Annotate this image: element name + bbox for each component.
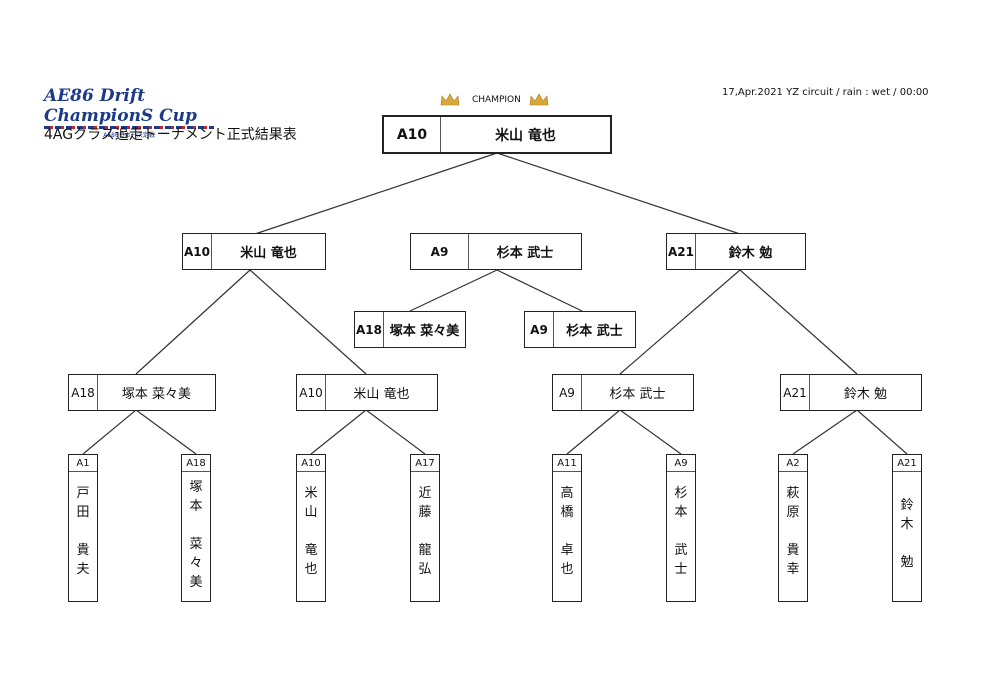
logo-sub-text: AE86日本一決定戦 bbox=[103, 132, 155, 139]
champion-seed: A10 bbox=[384, 117, 441, 152]
bracket-line bbox=[496, 152, 741, 235]
third-round-box: A18 塚本 菜々美 bbox=[354, 311, 466, 348]
logo-stripe bbox=[44, 126, 214, 129]
entrant-box: A18 塚本菜々美 bbox=[181, 454, 211, 602]
third-round-name: 塚本 菜々美 bbox=[389, 324, 460, 339]
bracket-line bbox=[82, 409, 137, 455]
entrant-name: 米山竜也 bbox=[304, 486, 318, 577]
entrant-seed: A2 bbox=[779, 455, 807, 472]
semifinal-seed: A10 bbox=[183, 234, 212, 269]
semifinal-box: A21 鈴木 勉 bbox=[666, 233, 806, 270]
champion-box: A10 米山 竜也 bbox=[382, 115, 612, 154]
entrant-name: 高橋卓也 bbox=[560, 486, 574, 577]
champion-label: CHAMPION bbox=[472, 95, 521, 105]
logo: AE86 Drift ChampionS Cup AE86日本一決定戦 bbox=[44, 86, 214, 139]
quarterfinal-seed: A10 bbox=[297, 375, 326, 410]
event-info: 17,Apr.2021 YZ circuit / rain : wet / 00… bbox=[722, 87, 929, 98]
entrant-box: A11 高橋卓也 bbox=[552, 454, 582, 602]
entrant-seed: A10 bbox=[297, 455, 325, 472]
entrant-box: A1 戸田貴夫 bbox=[68, 454, 98, 602]
quarterfinal-box: A21 鈴木 勉 bbox=[780, 374, 922, 411]
quarterfinal-name: 杉本 武士 bbox=[609, 387, 666, 402]
entrant-seed: A1 bbox=[69, 455, 97, 472]
entrant-box: A21 鈴木勉 bbox=[892, 454, 922, 602]
quarterfinal-seed: A9 bbox=[553, 375, 582, 410]
semifinal-box: A10 米山 竜也 bbox=[182, 233, 326, 270]
quarterfinal-seed: A21 bbox=[781, 375, 810, 410]
entrant-name: 近藤龍弘 bbox=[418, 486, 432, 577]
semifinal-name: 米山 竜也 bbox=[240, 246, 297, 261]
bracket-line bbox=[496, 269, 583, 312]
semifinal-box: A9 杉本 武士 bbox=[410, 233, 582, 270]
entrant-box: A17 近藤龍弘 bbox=[410, 454, 440, 602]
champion-name: 米山 竜也 bbox=[495, 127, 556, 144]
bracket-line bbox=[619, 269, 741, 375]
entrant-name: 塚本菜々美 bbox=[189, 480, 203, 590]
entrant-box: A9 杉本武士 bbox=[666, 454, 696, 602]
third-round-box: A9 杉本 武士 bbox=[524, 311, 636, 348]
bracket-line bbox=[249, 269, 367, 375]
entrant-seed: A18 bbox=[182, 455, 210, 472]
third-round-seed: A9 bbox=[525, 312, 554, 347]
entrant-seed: A9 bbox=[667, 455, 695, 472]
third-round-name: 杉本 武士 bbox=[566, 324, 623, 339]
entrant-seed: A17 bbox=[411, 455, 439, 472]
quarterfinal-box: A9 杉本 武士 bbox=[552, 374, 694, 411]
crown-icon bbox=[440, 93, 460, 106]
entrant-name: 戸田貴夫 bbox=[76, 486, 90, 577]
entrant-seed: A21 bbox=[893, 455, 921, 472]
semifinal-name: 鈴木 勉 bbox=[728, 246, 773, 261]
bracket-line bbox=[619, 409, 682, 455]
entrant-name: 杉本武士 bbox=[674, 486, 688, 577]
bracket-line bbox=[792, 409, 858, 455]
bracket-line bbox=[409, 269, 498, 312]
logo-main-text: AE86 Drift ChampionS Cup bbox=[44, 86, 197, 126]
bracket-line bbox=[566, 409, 621, 455]
bracket-line bbox=[310, 409, 367, 455]
semifinal-seed: A9 bbox=[411, 234, 469, 269]
entrant-box: A10 米山竜也 bbox=[296, 454, 326, 602]
entrant-seed: A11 bbox=[553, 455, 581, 472]
bracket-line bbox=[254, 152, 498, 235]
page-subtitle: 4AGクラス追走トーナメント正式結果表 bbox=[44, 127, 297, 143]
bracket-line bbox=[739, 269, 858, 375]
bracket-line bbox=[856, 409, 908, 455]
entrant-name: 萩原貴幸 bbox=[786, 486, 800, 577]
entrant-name: 鈴木勉 bbox=[900, 498, 914, 570]
quarterfinal-box: A18 塚本 菜々美 bbox=[68, 374, 216, 411]
quarterfinal-name: 塚本 菜々美 bbox=[121, 387, 192, 402]
third-round-seed: A18 bbox=[355, 312, 384, 347]
bracket-line bbox=[135, 409, 197, 455]
quarterfinal-name: 米山 竜也 bbox=[353, 387, 410, 402]
semifinal-seed: A21 bbox=[667, 234, 696, 269]
crown-icon bbox=[529, 93, 549, 106]
quarterfinal-box: A10 米山 竜也 bbox=[296, 374, 438, 411]
semifinal-name: 杉本 武士 bbox=[496, 246, 554, 261]
bracket-line bbox=[135, 269, 251, 375]
quarterfinal-name: 鈴木 勉 bbox=[843, 387, 888, 402]
bracket-line bbox=[365, 409, 426, 455]
entrant-box: A2 萩原貴幸 bbox=[778, 454, 808, 602]
quarterfinal-seed: A18 bbox=[69, 375, 98, 410]
